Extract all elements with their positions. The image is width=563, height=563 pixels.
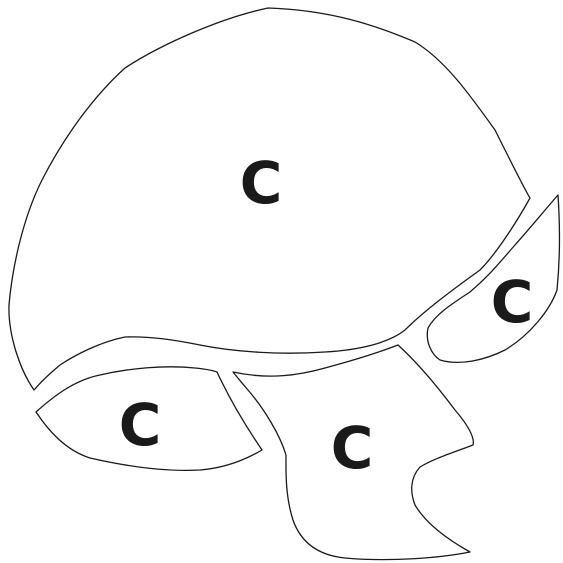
cap-label: C [240, 149, 283, 217]
right-strap-label: C [491, 268, 534, 336]
left-flap-label: C [119, 391, 162, 459]
neck-flap-label: C [331, 414, 374, 482]
